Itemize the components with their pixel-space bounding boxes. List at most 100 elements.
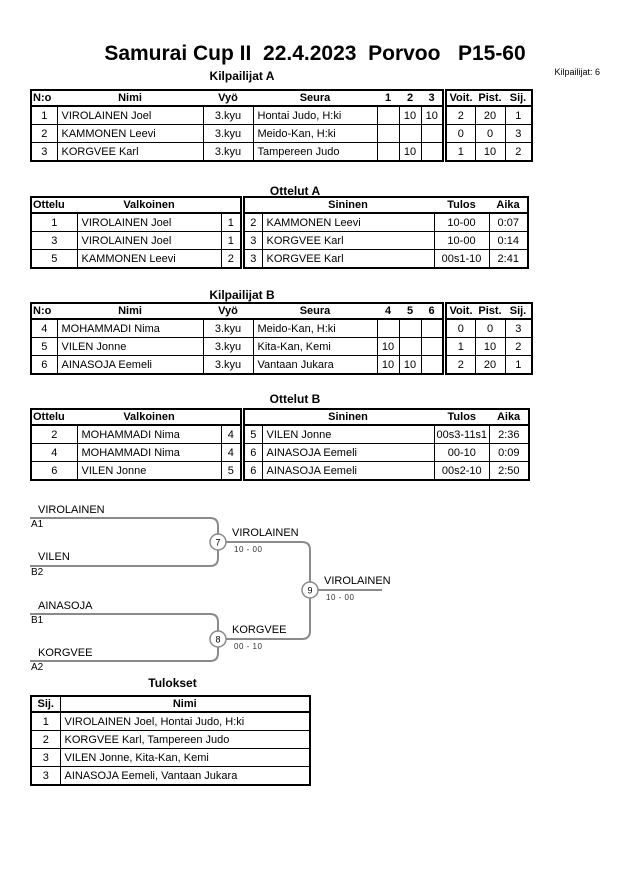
cell-club: Hontai Judo, H:ki [252, 105, 378, 125]
cell-club: Kita-Kan, Kemi [252, 337, 378, 356]
cell-points: 0 [474, 318, 506, 338]
cell-name: MOHAMMADI Nima [56, 318, 204, 338]
table-row: 2 20 1 [445, 105, 533, 125]
match-7-number: 7 [215, 538, 220, 548]
cell-white-no: 1 [220, 231, 242, 250]
col-header-spacer [221, 197, 241, 214]
match-8-circle [209, 630, 227, 648]
cell-m3 [420, 124, 444, 143]
cell-place: 3 [504, 318, 533, 338]
table-row: 4 MOHAMMADI Nima 3.kyu Meido-Kan, H:ki [30, 318, 444, 338]
cell-place: 3 [30, 748, 61, 767]
matches-a-white-table: Ottelu Valkoinen 1 VIROLAINEN Joel 1 3 V… [30, 196, 242, 269]
bracket-slot-name: VILEN [38, 551, 70, 563]
cell-name: KAMMONEN Leevi [56, 124, 204, 143]
cell-blue-name: AINASOJA Eemeli [261, 461, 435, 481]
bracket-seed-label: A1 [31, 519, 44, 530]
bracket-seed-label: B2 [31, 567, 44, 578]
cell-m3 [420, 142, 444, 162]
cell-white-name: VIROLAINEN Joel [76, 212, 222, 232]
header-row: Sininen Tulos Aika [244, 197, 528, 214]
col-header-belt: Vyö [203, 90, 253, 107]
table-row: 3 VIROLAINEN Joel 1 [30, 231, 242, 250]
page-title: Samurai Cup II 22.4.2023 Porvoo P15-60 [104, 42, 526, 65]
table-row: 2 KAMMONEN Leevi 10-00 0:07 [243, 212, 529, 232]
cell-m2: 10 [398, 355, 422, 375]
cell-name: VIROLAINEN Joel [56, 105, 204, 125]
cell-white-name: MOHAMMADI Nima [76, 443, 222, 462]
cell-m3 [420, 337, 444, 356]
col-header-place: Sij. [505, 90, 532, 107]
pool-a-standings-table: Voit. Pist. Sij. 2 20 1 0 0 3 1 10 [445, 89, 533, 162]
bracket-winner-name: VIROLAINEN [232, 527, 299, 539]
table-row: 1 VIROLAINEN Joel 3.kyu Hontai Judo, H:k… [30, 105, 444, 125]
cell-points: 20 [474, 105, 506, 125]
cell-blue-name: AINASOJA Eemeli [261, 443, 435, 462]
cell-result: 10-00 [433, 212, 490, 232]
cell-place: 2 [504, 337, 533, 356]
cell-blue-name: KAMMONEN Leevi [261, 212, 435, 232]
header-row: Sininen Tulos Aika [244, 409, 529, 426]
col-header-name: Nimi [60, 696, 310, 713]
col-header-name: Nimi [57, 303, 203, 320]
table-row: 2 MOHAMMADI Nima 4 [30, 424, 242, 444]
cell-white-name: VILEN Jonne [76, 461, 222, 481]
pool-b-table: N:o Nimi Vyö Seura 4 5 6 4 MOHAMMADI Nim… [30, 302, 533, 375]
table-row: 3 KORGVEE Karl 00s1-10 2:41 [243, 249, 529, 269]
table-row: 0 0 3 [445, 124, 533, 143]
cell-blue-no: 6 [243, 461, 263, 481]
col-header-spacer [221, 409, 241, 426]
table-row: 3 VILEN Jonne, Kita-Kan, Kemi [30, 748, 311, 767]
cell-name: AINASOJA Eemeli [56, 355, 204, 375]
cell-wins: 0 [445, 124, 476, 143]
cell-white-no: 5 [220, 461, 242, 481]
cell-name: VILEN Jonne, Kita-Kan, Kemi [59, 748, 311, 767]
table-row: 5 VILEN Jonne 00s3-11s1 2:36 [243, 424, 530, 444]
cell-points: 20 [474, 355, 506, 375]
cell-m1 [376, 318, 400, 338]
header-row: Voit. Pist. Sij. [446, 90, 532, 107]
bracket-slot-name: VIROLAINEN [38, 504, 105, 516]
cell-time: 2:50 [489, 461, 530, 481]
matches-a-table: Ottelu Valkoinen 1 VIROLAINEN Joel 1 3 V… [30, 196, 529, 269]
cell-m2 [398, 318, 422, 338]
bracket-champion-name: VIROLAINEN [324, 575, 391, 587]
cell-club: Meido-Kan, H:ki [252, 318, 378, 338]
cell-m1 [376, 142, 400, 162]
col-header-white: Valkoinen [77, 197, 221, 214]
table-row: 3 AINASOJA Eemeli, Vantaan Jukara [30, 766, 311, 786]
cell-name: AINASOJA Eemeli, Vantaan Jukara [59, 766, 311, 786]
cell-white-name: MOHAMMADI Nima [76, 424, 222, 444]
cell-match-no: 6 [30, 461, 78, 481]
results-main-table: Sij. Nimi 1 VIROLAINEN Joel, Hontai Judo… [30, 695, 311, 786]
bracket-diagram: 7 8 9 [30, 517, 382, 662]
cell-m1 [376, 124, 400, 143]
pool-b-main-table: N:o Nimi Vyö Seura 4 5 6 4 MOHAMMADI Nim… [30, 302, 444, 375]
cell-m3 [420, 355, 444, 375]
cell-name: VIROLAINEN Joel, Hontai Judo, H:ki [59, 711, 311, 731]
cell-match-no: 1 [30, 212, 78, 232]
col-header-points: Pist. [475, 303, 505, 320]
cell-place: 1 [504, 355, 533, 375]
col-header-white: Valkoinen [77, 409, 221, 426]
bracket-slot-name: AINASOJA [38, 600, 93, 612]
bracket-match-score: 00 - 10 [234, 642, 263, 651]
cell-time: 2:36 [489, 424, 530, 444]
table-row: 2 20 1 [445, 355, 533, 375]
cell-name: KORGVEE Karl [56, 142, 204, 162]
bracket-seed-label: B1 [31, 615, 44, 626]
col-header-no: N:o [31, 90, 57, 107]
cell-blue-no: 6 [243, 443, 263, 462]
pool-b-standings-table: Voit. Pist. Sij. 0 0 3 1 10 2 2 20 [445, 302, 533, 375]
pool-a-title: Kilpailijat A [209, 69, 275, 83]
cell-club: Tampereen Judo [252, 142, 378, 162]
cell-m2 [398, 124, 422, 143]
cell-blue-name: KORGVEE Karl [261, 249, 435, 269]
col-header-time: Aika [489, 197, 528, 214]
table-row: 6 AINASOJA Eemeli 00-10 0:09 [243, 443, 530, 462]
header-row: Ottelu Valkoinen [31, 409, 241, 426]
matches-a-title: Ottelut A [269, 184, 321, 198]
cell-white-no: 4 [220, 443, 242, 462]
matches-b-table: Ottelu Valkoinen 2 MOHAMMADI Nima 4 4 MO… [30, 408, 530, 481]
cell-belt: 3.kyu [202, 318, 254, 338]
